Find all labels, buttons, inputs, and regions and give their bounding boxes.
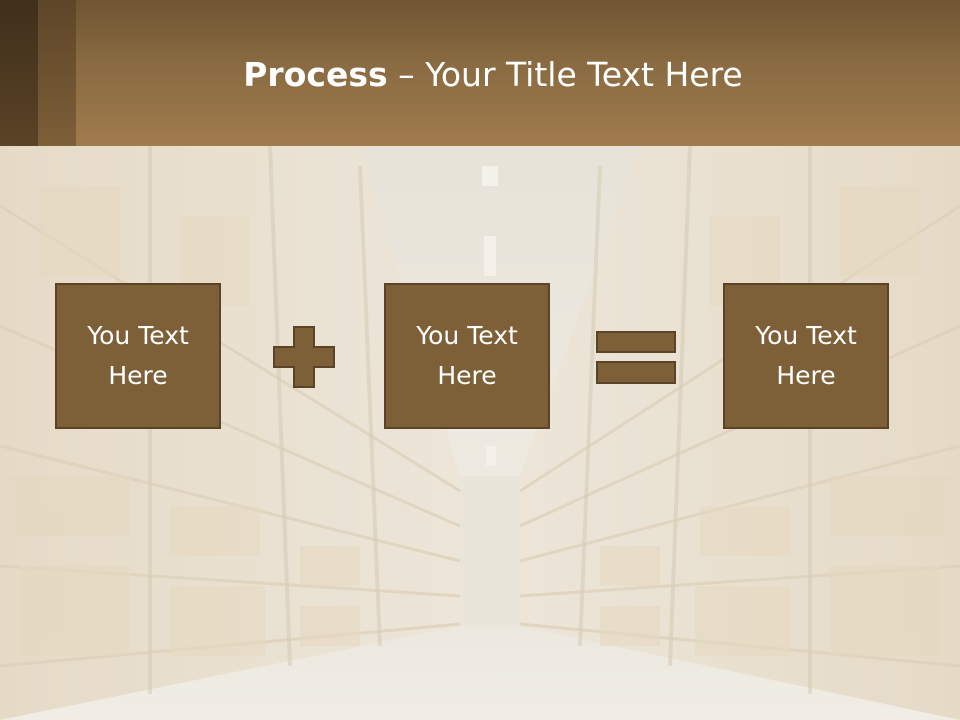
background-overlay: [0, 146, 960, 720]
process-box-1[interactable]: You Text Here: [55, 283, 221, 429]
title-bold: Process: [243, 55, 388, 94]
process-box-3[interactable]: You Text Here: [723, 283, 889, 429]
process-box-1-label: You Text Here: [87, 321, 189, 390]
title-band: Process – Your Title Text Here: [0, 0, 960, 146]
plus-icon: [273, 326, 335, 388]
corner-accent-mid: [38, 0, 76, 146]
slide-title[interactable]: Process – Your Title Text Here: [0, 52, 960, 98]
title-rest: – Your Title Text Here: [387, 55, 743, 94]
process-box-2[interactable]: You Text Here: [384, 283, 550, 429]
process-box-2-label: You Text Here: [416, 321, 518, 390]
equals-icon: [596, 331, 676, 384]
corner-accent-dark: [0, 0, 38, 146]
process-box-3-label: You Text Here: [755, 321, 857, 390]
